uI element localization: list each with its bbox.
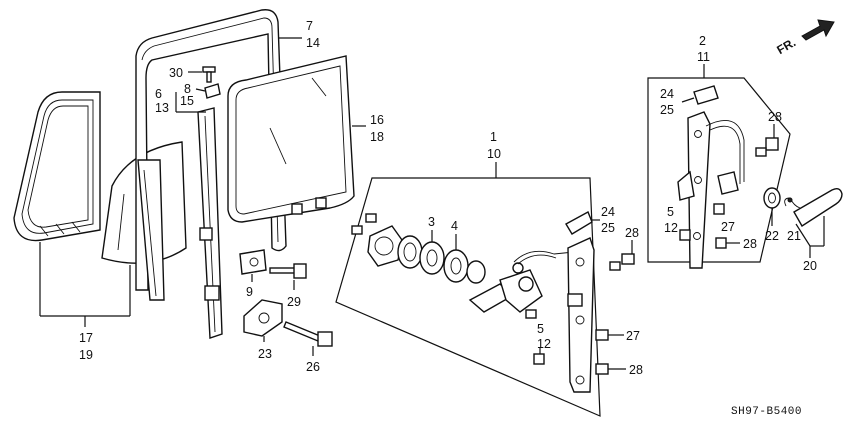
callout-8: 8 xyxy=(184,82,191,96)
callout-17: 17 xyxy=(79,331,93,345)
clip-5-12-center[interactable] xyxy=(533,353,545,365)
regulator-motor[interactable] xyxy=(468,250,575,319)
callout-5-center: 5 xyxy=(537,322,544,336)
callout-7: 7 xyxy=(306,19,313,33)
regulator-assembly-box xyxy=(335,177,601,417)
callout-30: 30 xyxy=(169,66,183,80)
door-glass[interactable] xyxy=(227,55,355,223)
regulator-arm-rear[interactable] xyxy=(677,111,745,269)
callout-4: 4 xyxy=(451,219,458,233)
callout-1: 1 xyxy=(490,130,497,144)
clip-5-12-right[interactable] xyxy=(679,229,691,241)
center-channel[interactable] xyxy=(197,107,223,339)
callout-leader-20-21 xyxy=(795,216,825,258)
door-glass-run-channel[interactable] xyxy=(135,9,287,301)
bolt-28-right-top[interactable] xyxy=(755,137,779,157)
callout-25-right: 25 xyxy=(660,103,674,117)
callout-5-right: 5 xyxy=(667,205,674,219)
direction-label: FR. xyxy=(774,35,798,57)
callout-18: 18 xyxy=(370,130,384,144)
callout-15: 15 xyxy=(180,94,194,108)
callout-20: 20 xyxy=(803,259,817,273)
gear-4[interactable] xyxy=(443,249,486,284)
stopper-23[interactable] xyxy=(243,299,283,337)
clip-24-25-center[interactable] xyxy=(565,211,593,235)
callout-25-center: 25 xyxy=(601,221,615,235)
callout-28-center-bottom: 28 xyxy=(629,363,643,377)
regulator-arm-front[interactable] xyxy=(567,237,595,393)
callout-28-center-top: 28 xyxy=(625,226,639,240)
diagram-code: SH97-B5400 xyxy=(731,406,802,418)
callout-24-center: 24 xyxy=(601,205,615,219)
callout-6: 6 xyxy=(155,87,162,101)
callout-12-right: 12 xyxy=(664,221,678,235)
spring-3[interactable] xyxy=(397,235,423,269)
clip-8[interactable] xyxy=(204,83,221,99)
callout-13: 13 xyxy=(155,101,169,115)
washer-22[interactable] xyxy=(763,187,781,209)
callout-28-right-bottom: 28 xyxy=(743,237,757,251)
forward-arrow-icon xyxy=(801,19,835,41)
callout-9: 9 xyxy=(246,285,253,299)
bolt-27-center[interactable] xyxy=(595,329,609,341)
callout-16: 16 xyxy=(370,113,384,127)
callout-29: 29 xyxy=(287,295,301,309)
callout-28-right-top: 28 xyxy=(768,110,782,124)
clip-24-25-right[interactable] xyxy=(693,85,719,105)
callout-leader-6-13-15 xyxy=(175,92,206,113)
bolt-small-a[interactable] xyxy=(365,213,377,223)
gear-housing[interactable] xyxy=(367,225,403,267)
bolt-28-right-bottom[interactable] xyxy=(715,237,727,249)
gear-3b[interactable] xyxy=(419,241,445,275)
regulator-handle[interactable] xyxy=(784,187,843,227)
callout-11: 11 xyxy=(697,50,710,64)
quarter-glass-weatherstrip[interactable] xyxy=(13,91,101,242)
bolt-28-center-bottom[interactable] xyxy=(595,363,609,375)
callout-27-right: 27 xyxy=(721,220,735,234)
direction-indicator: FR. xyxy=(774,19,835,57)
clip-9[interactable] xyxy=(239,249,267,275)
callout-12-center: 12 xyxy=(537,337,551,351)
callout-14: 14 xyxy=(306,36,320,50)
bolt-26[interactable] xyxy=(283,321,333,347)
callout-22: 22 xyxy=(765,229,779,243)
bolt-small-b[interactable] xyxy=(351,225,363,235)
callout-24-right: 24 xyxy=(660,87,674,101)
callout-2: 2 xyxy=(699,34,706,48)
bolt-29[interactable] xyxy=(269,263,307,279)
callout-21: 21 xyxy=(787,229,801,243)
screw-30[interactable] xyxy=(202,66,216,83)
callout-19: 19 xyxy=(79,348,93,362)
callout-10: 10 xyxy=(487,147,501,161)
callout-27-center: 27 xyxy=(626,329,640,343)
callout-3: 3 xyxy=(428,215,435,229)
callout-26: 26 xyxy=(306,360,320,374)
bolt-27-right[interactable] xyxy=(713,203,725,215)
callout-leader-17-19 xyxy=(39,242,131,327)
bolt-28-center-top[interactable] xyxy=(609,253,635,271)
callout-23: 23 xyxy=(258,347,272,361)
